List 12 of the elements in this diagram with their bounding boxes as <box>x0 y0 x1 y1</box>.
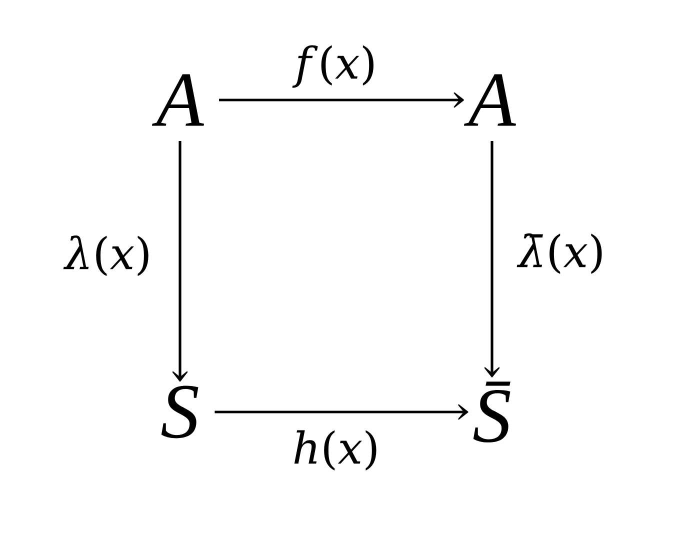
arrow <box>172 140 188 382</box>
math-symbol: S <box>161 386 198 438</box>
math-symbol: A <box>464 74 516 126</box>
edge-label: λ(x) <box>63 236 148 276</box>
math-symbol: A <box>152 74 204 126</box>
edge-label: h(x) <box>294 430 376 470</box>
edge-label: f(x) <box>292 45 374 88</box>
edge-label: λ̄(x) <box>516 233 602 274</box>
arrow <box>219 92 464 108</box>
arrow <box>484 140 500 378</box>
math-symbol: S̄ <box>473 382 510 442</box>
arrow <box>214 404 468 420</box>
